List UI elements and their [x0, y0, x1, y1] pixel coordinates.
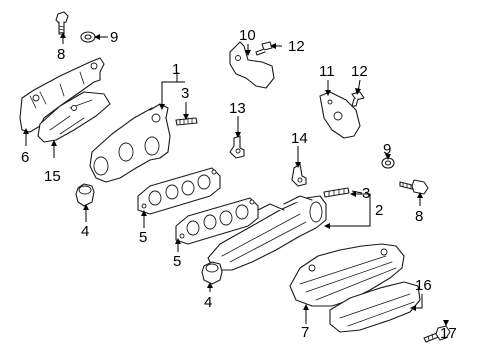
gasket-lower[interactable] — [175, 197, 259, 245]
gasket-upper[interactable] — [137, 167, 221, 215]
callout-10: 10 — [239, 27, 256, 44]
callout-5-lower: 5 — [173, 253, 181, 270]
bracket-small-13[interactable] — [229, 135, 245, 159]
washer-upper-left[interactable] — [80, 31, 96, 43]
callout-8-upper-left: 8 — [57, 46, 65, 63]
callout-8-right: 8 — [415, 208, 423, 225]
exhaust-manifold-upper[interactable] — [89, 103, 171, 183]
stud-lower[interactable] — [323, 187, 350, 198]
bolt-17[interactable] — [423, 325, 451, 343]
stud-upper[interactable] — [175, 117, 198, 126]
callout-9-upper-left: 9 — [110, 29, 118, 46]
bracket-right[interactable] — [319, 91, 361, 139]
callout-13: 13 — [229, 100, 246, 117]
callout-labels: 1 2 3 3 4 4 5 5 6 7 8 8 9 9 10 11 12 12 … — [21, 27, 457, 342]
callout-1: 1 — [172, 61, 180, 78]
nut-left[interactable] — [75, 183, 95, 207]
bolt-bracket-upper[interactable] — [255, 41, 273, 56]
callout-4-lower: 4 — [204, 294, 212, 311]
callout-9-right: 9 — [383, 141, 391, 158]
bolt-right[interactable] — [399, 179, 429, 195]
callout-12-right: 12 — [351, 63, 368, 80]
callout-17: 17 — [440, 325, 457, 342]
callout-11: 11 — [319, 63, 335, 80]
callout-4-left: 4 — [81, 223, 89, 240]
callout-12-upper: 12 — [288, 38, 305, 55]
callout-6: 6 — [21, 149, 29, 166]
callout-2: 2 — [375, 202, 383, 219]
nut-lower[interactable] — [201, 261, 223, 285]
bracket-small-14[interactable] — [291, 163, 307, 187]
leader-arrows — [23, 32, 449, 326]
bolt-bracket-right[interactable] — [351, 91, 365, 107]
bracket-upper[interactable] — [229, 41, 275, 89]
callout-16: 16 — [415, 277, 432, 294]
bolt-upper-left[interactable] — [55, 11, 69, 35]
exhaust-manifold-lower[interactable] — [207, 195, 327, 271]
callout-14: 14 — [291, 130, 308, 147]
callout-7: 7 — [301, 324, 309, 341]
heat-shield-lower[interactable] — [289, 243, 405, 307]
callout-5-upper: 5 — [139, 229, 147, 246]
callout-3-lower: 3 — [362, 185, 370, 202]
heat-shield-lower-left[interactable] — [37, 91, 111, 143]
washer-right[interactable] — [381, 157, 395, 169]
callout-15: 15 — [44, 168, 61, 185]
callout-3-upper: 3 — [181, 85, 189, 102]
